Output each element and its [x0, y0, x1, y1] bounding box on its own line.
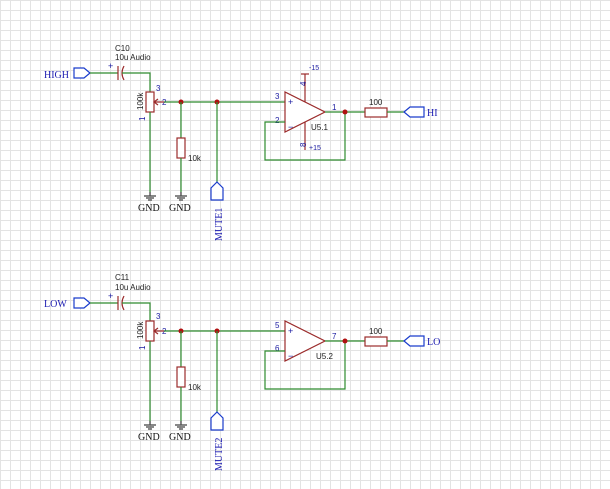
potentiometer-bottom-wiper [153, 327, 164, 335]
output-port-lo[interactable] [403, 335, 425, 347]
pot-bottom-pin3: 3 [156, 312, 161, 321]
opamp-u5-2-ref: U5.2 [316, 352, 333, 361]
ground-symbol [144, 421, 156, 430]
capacitor-c11-polarity: + [108, 291, 113, 301]
resistor-100-top[interactable] [364, 107, 388, 118]
net-label-low: LOW [44, 299, 67, 310]
net-label-mute1: MUTE1 [214, 208, 225, 241]
opamp-u5-2-pin6: 6 [275, 344, 280, 353]
opamp-u5-1-pin3: 3 [275, 92, 280, 101]
opamp-u5-1-pin4: 4 [299, 81, 308, 86]
net-label-mute2: MUTE2 [214, 438, 225, 471]
input-port-high[interactable] [73, 67, 91, 79]
net-label-high: HIGH [44, 70, 69, 81]
potentiometer-top[interactable] [145, 91, 155, 113]
capacitor-c10-ref: C10 [115, 44, 130, 53]
ground-symbol [175, 192, 187, 201]
opamp-u5-2-minus: − [288, 351, 293, 361]
opamp-u5-1-pin1: 1 [332, 103, 337, 112]
net-port-mute2[interactable] [210, 411, 224, 431]
net-label-hi: HI [427, 108, 438, 119]
junction-dot [342, 109, 348, 115]
opamp-u5-1-pin2: 2 [275, 116, 280, 125]
gnd-label: GND [169, 203, 191, 214]
net-label-lo: LO [427, 337, 440, 348]
channel-top: HIGH + C10 10u Audio 3 2 1 100k GND [44, 44, 438, 241]
opamp-u5-1-vneg-label: -15 [309, 65, 319, 72]
opamp-u5-1-vpos-label: +15 [309, 145, 321, 152]
channel-bottom: LOW + C11 10u Audio 3 2 1 100k GND 10k [44, 273, 440, 471]
gnd-label: GND [169, 432, 191, 443]
potentiometer-top-wiper [153, 98, 164, 106]
opamp-u5-2-pin7: 7 [332, 332, 337, 341]
input-port-low[interactable] [73, 297, 91, 309]
potentiometer-bottom[interactable] [145, 320, 155, 342]
resistor-100-bottom-value: 100 [369, 327, 383, 336]
capacitor-c10-value: 10u Audio [115, 53, 151, 62]
resistor-10k-top-value: 10k [188, 154, 202, 163]
pot-top-pin3: 3 [156, 84, 161, 93]
pot-bottom-value: 100k [136, 321, 145, 339]
output-port-hi[interactable] [403, 106, 425, 118]
opamp-u5-1-pin8: 8 [299, 142, 308, 147]
capacitor-c11-value: 10u Audio [115, 283, 151, 292]
resistor-10k-bottom-value: 10k [188, 383, 202, 392]
pot-bottom-pin1: 1 [138, 345, 147, 350]
resistor-10k-bottom[interactable] [176, 366, 186, 388]
resistor-100-bottom[interactable] [364, 336, 388, 347]
ground-symbol [175, 421, 187, 430]
gnd-label: GND [138, 203, 160, 214]
opamp-u5-1-ref: U5.1 [311, 123, 328, 132]
capacitor-c11-ref: C11 [115, 273, 130, 282]
opamp-u5-1-minus: − [288, 122, 293, 132]
capacitor-c10-polarity: + [108, 61, 113, 71]
opamp-u5-1-plus: + [288, 97, 293, 107]
pot-top-value: 100k [136, 92, 145, 110]
opamp-u5-2[interactable] [284, 320, 327, 362]
opamp-u5-2-plus: + [288, 326, 293, 336]
junction-dot [342, 338, 348, 344]
ground-symbol [144, 192, 156, 201]
resistor-10k-top[interactable] [176, 137, 186, 159]
opamp-u5-2-pin5: 5 [275, 321, 280, 330]
pot-top-pin1: 1 [138, 116, 147, 121]
resistor-100-top-value: 100 [369, 98, 383, 107]
gnd-label: GND [138, 432, 160, 443]
net-port-mute1[interactable] [210, 181, 224, 201]
